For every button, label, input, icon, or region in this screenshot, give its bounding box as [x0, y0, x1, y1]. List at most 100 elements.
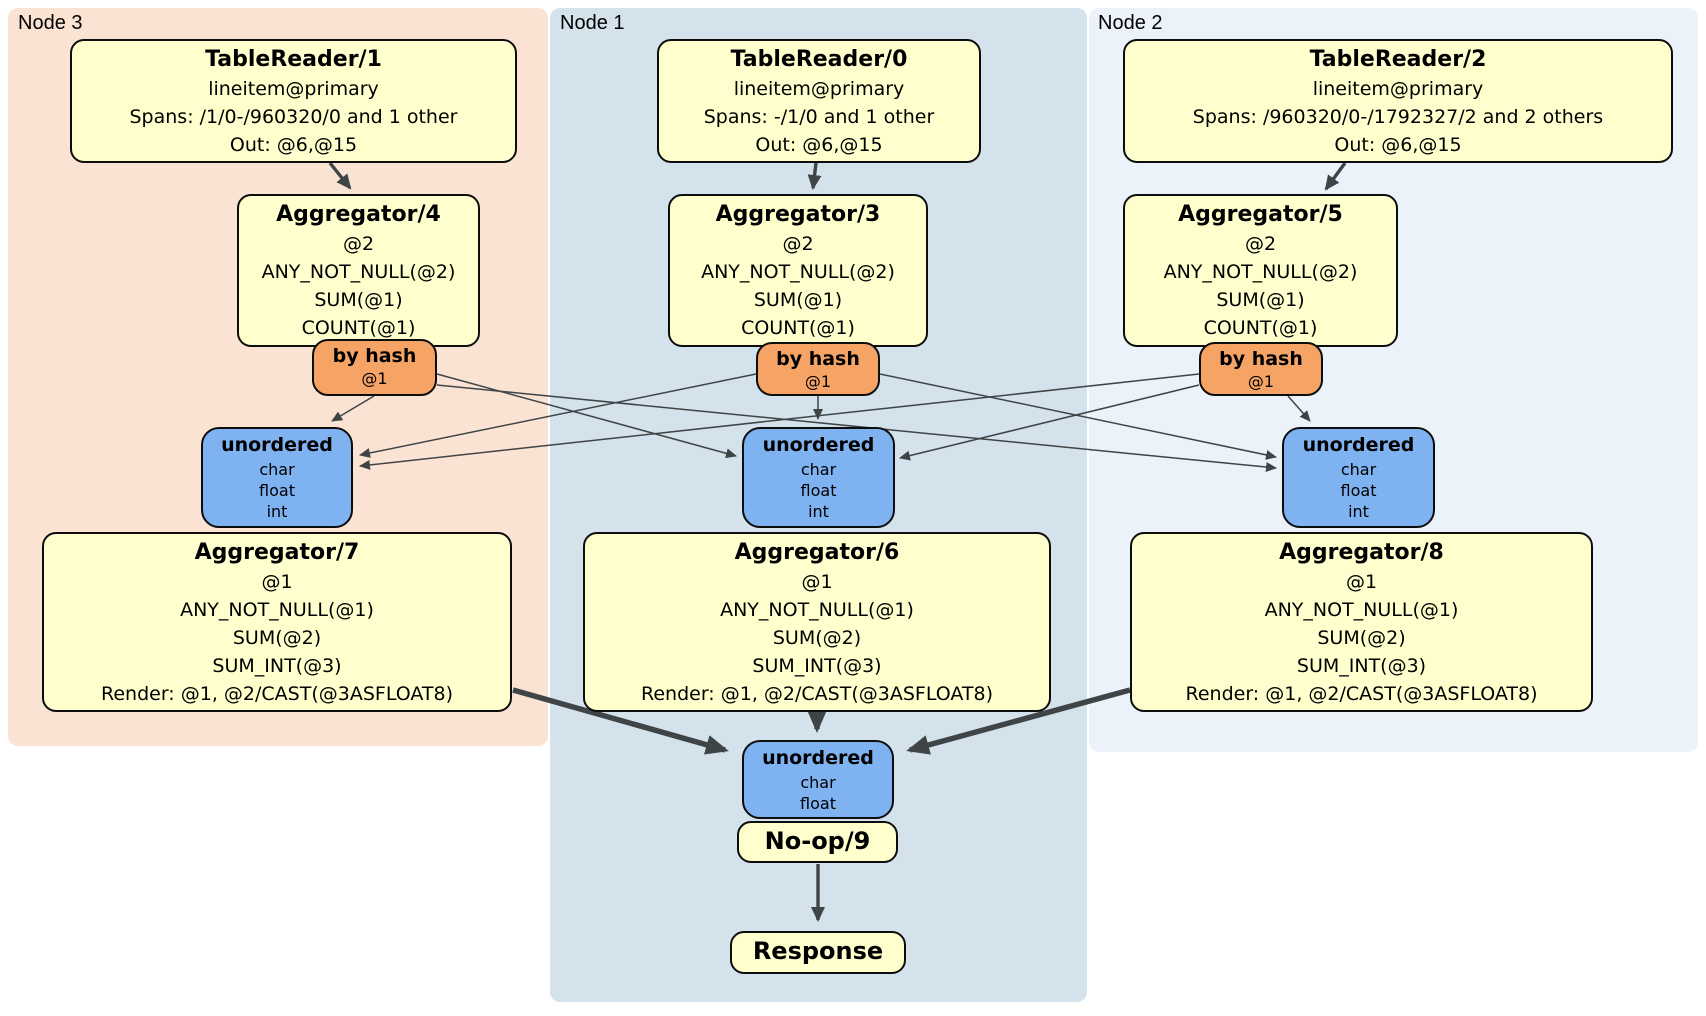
box-line: @2: [1244, 233, 1277, 255]
box-line: SUM(@1): [1216, 289, 1305, 311]
box-line: Out: @6,@15: [1334, 134, 1462, 156]
box-line: @1: [261, 571, 293, 593]
box-line: SUM(@2): [1317, 627, 1406, 649]
unordered-sync-node1: unordered char float int: [742, 427, 895, 528]
box-title: Response: [752, 937, 884, 965]
edge-router2-sync1: [899, 384, 1200, 461]
edge-tr1-agg4: [328, 161, 352, 190]
edge-router3-sync3: [331, 395, 375, 422]
hash-router-node2: by hash @1: [1199, 342, 1323, 396]
router-title: by hash: [776, 348, 860, 370]
sync-title: unordered: [1302, 434, 1415, 456]
sync-line: int: [1348, 502, 1369, 521]
router-key: @1: [804, 372, 832, 391]
box-title: TableReader/0: [730, 47, 908, 72]
box-line: ANY_NOT_NULL(@2): [1163, 261, 1358, 283]
box-line: SUM_INT(@3): [752, 655, 882, 677]
node3-label: Node 3: [18, 12, 83, 34]
unordered-sync-node2: unordered char float int: [1282, 427, 1435, 528]
edge-tr0-agg3: [807, 162, 822, 190]
box-line: SUM(@1): [753, 289, 843, 311]
aggregator-6-node: Aggregator/6 @1 ANY_NOT_NULL(@1) SUM(@2)…: [583, 532, 1051, 712]
box-line: ANY_NOT_NULL(@2): [701, 261, 895, 283]
box-line: SUM(@2): [772, 627, 862, 649]
box-line: ANY_NOT_NULL(@2): [261, 261, 456, 283]
box-line: Spans: /1/0-/960320/0 and 1 other: [129, 106, 458, 128]
edge-agg7-finalsync: [512, 687, 729, 755]
unordered-sync-node3: unordered char float int: [201, 427, 353, 528]
box-line: Spans: /960320/0-/1792327/2 and 2 others: [1192, 106, 1604, 128]
sync-title: unordered: [762, 434, 875, 456]
box-line: COUNT(@1): [741, 317, 855, 339]
box-line: Render: @1, @2/CAST(@3ASFLOAT8): [101, 683, 453, 705]
tablereader-1-node: TableReader/1 lineitem@primary Spans: /1…: [70, 39, 517, 163]
sync-line: char: [800, 460, 837, 479]
sync-line: int: [808, 502, 829, 521]
box-title: Aggregator/8: [1279, 540, 1444, 565]
box-title: TableReader/2: [1309, 47, 1487, 72]
unordered-sync-final: unordered char float: [742, 740, 894, 819]
box-line: Out: @6,@15: [755, 134, 883, 156]
sync-line: char: [800, 773, 836, 792]
box-title: No-op/9: [764, 827, 871, 855]
box-line: Render: @1, @2/CAST(@3ASFLOAT8): [641, 683, 993, 705]
box-title: Aggregator/4: [276, 202, 441, 227]
box-line: Render: @1, @2/CAST(@3ASFLOAT8): [1185, 683, 1538, 705]
sync-line: int: [266, 502, 288, 521]
box-title: Aggregator/5: [1178, 202, 1343, 227]
aggregator-3-node: Aggregator/3 @2 ANY_NOT_NULL(@2) SUM(@1)…: [668, 194, 928, 347]
router-title: by hash: [332, 345, 417, 367]
router-title: by hash: [1219, 348, 1303, 370]
edge-router1-sync2: [879, 373, 1277, 460]
edge-router2-sync3: [359, 373, 1200, 470]
box-line: @1: [801, 571, 833, 593]
box-line: Out: @6,@15: [229, 134, 358, 156]
box-line: ANY_NOT_NULL(@1): [720, 599, 914, 621]
edge-router3-sync2: [436, 384, 1277, 472]
sync-line: char: [1340, 460, 1377, 479]
node2-label: Node 2: [1098, 12, 1163, 34]
box-line: SUM_INT(@3): [212, 655, 342, 677]
box-title: Aggregator/7: [194, 540, 360, 565]
sync-title: unordered: [221, 434, 333, 456]
sync-title: unordered: [762, 747, 874, 769]
aggregator-4-node: Aggregator/4 @2 ANY_NOT_NULL(@2) SUM(@1)…: [237, 194, 480, 347]
sync-line: float: [800, 794, 836, 813]
sync-line: char: [259, 460, 295, 479]
router-key: @1: [1247, 372, 1275, 391]
edge-router1-sync3: [359, 373, 757, 458]
box-line: @2: [782, 233, 814, 255]
box-line: lineitem@primary: [208, 78, 379, 100]
tablereader-0-node: TableReader/0 lineitem@primary Spans: -/…: [657, 39, 981, 163]
box-line: Spans: -/1/0 and 1 other: [703, 106, 935, 128]
edge-router2-sync2: [1287, 395, 1311, 422]
edge-tr2-agg5: [1324, 161, 1347, 191]
edge-agg8-finalsync: [906, 687, 1131, 755]
box-line: lineitem@primary: [733, 78, 905, 100]
hash-router-node1: by hash @1: [756, 342, 880, 396]
tablereader-2-node: TableReader/2 lineitem@primary Spans: /9…: [1123, 39, 1673, 163]
box-line: COUNT(@1): [301, 317, 416, 339]
box-title: Aggregator/6: [734, 540, 900, 565]
node1-label: Node 1: [560, 12, 625, 34]
box-line: lineitem@primary: [1312, 78, 1484, 100]
aggregator-7-node: Aggregator/7 @1 ANY_NOT_NULL(@1) SUM(@2)…: [42, 532, 512, 712]
noop-node: No-op/9: [737, 821, 898, 863]
box-line: ANY_NOT_NULL(@1): [180, 599, 374, 621]
box-line: SUM(@1): [314, 289, 403, 311]
sync-line: float: [259, 481, 295, 500]
box-line: SUM_INT(@3): [1296, 655, 1427, 677]
response-node: Response: [730, 931, 906, 974]
sync-line: float: [800, 481, 837, 500]
edge-router3-sync1: [436, 373, 737, 459]
aggregator-5-node: Aggregator/5 @2 ANY_NOT_NULL(@2) SUM(@1)…: [1123, 194, 1398, 347]
box-line: @1: [1345, 571, 1378, 593]
box-line: ANY_NOT_NULL(@1): [1264, 599, 1459, 621]
sync-line: float: [1340, 481, 1377, 500]
box-title: Aggregator/3: [715, 202, 881, 227]
router-key: @1: [361, 369, 388, 388]
box-line: SUM(@2): [232, 627, 322, 649]
hash-router-node3: by hash @1: [312, 339, 437, 396]
